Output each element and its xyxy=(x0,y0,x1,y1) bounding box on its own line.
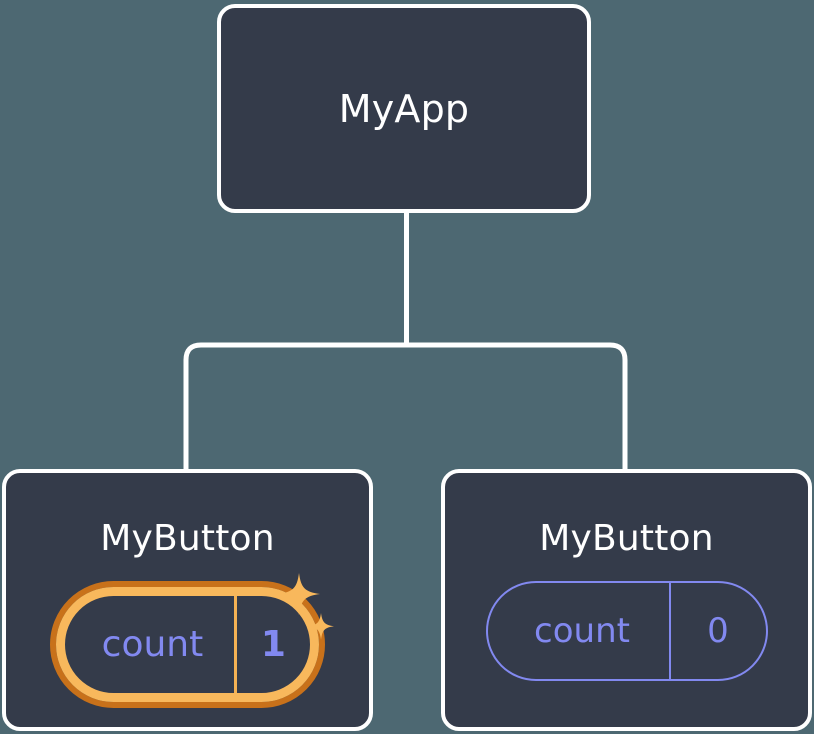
state-pill-wrap-1: count 1 xyxy=(6,573,369,708)
state-key-label-1: count xyxy=(101,623,204,665)
connector-branch-bus xyxy=(183,342,628,472)
state-value-label-1: 1 xyxy=(233,596,310,693)
node-child-mybutton-2[interactable]: MyButton count 0 xyxy=(441,469,812,731)
node-child-1-label: MyButton xyxy=(100,518,275,559)
state-pill-inner-ring: count 1 xyxy=(56,587,319,702)
node-root-myapp[interactable]: MyApp xyxy=(217,4,591,213)
state-pill-wrap-2: count 0 xyxy=(445,581,808,681)
node-child-mybutton-1[interactable]: MyButton count 1 xyxy=(2,469,373,731)
state-key-label-2: count xyxy=(534,611,630,651)
node-child-2-label: MyButton xyxy=(539,518,714,559)
node-root-label: MyApp xyxy=(338,86,470,131)
state-value-label-2: 0 xyxy=(668,583,766,679)
state-pill-plain[interactable]: count 0 xyxy=(485,581,768,681)
state-pill-highlighted[interactable]: count 1 xyxy=(50,581,325,708)
